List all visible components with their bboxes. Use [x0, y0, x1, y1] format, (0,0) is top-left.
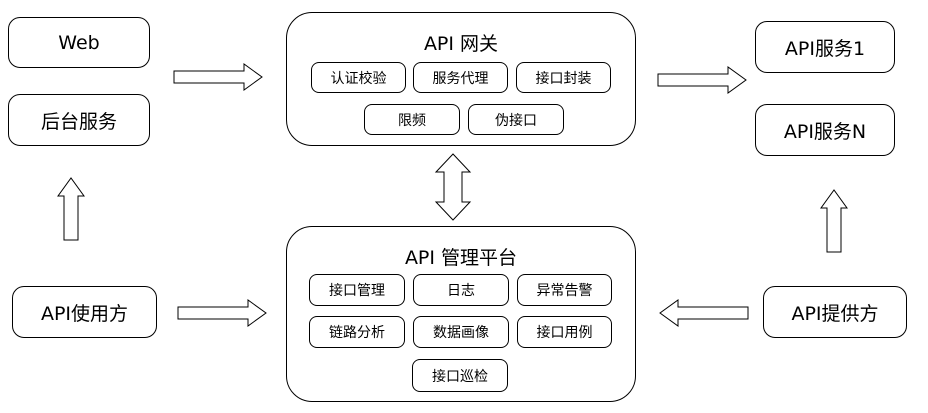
platform-item-logs: 日志: [413, 274, 509, 306]
gateway-item-rate-limit: 限频: [364, 104, 460, 135]
gateway-item-proxy: 服务代理: [413, 62, 508, 93]
arrow-gateway-to-services: [657, 66, 747, 94]
arrow-provider-to-platform: [659, 299, 749, 327]
arrow-gateway-platform-bidirectional: [434, 153, 472, 221]
gateway-item-mock: 伪接口: [468, 104, 564, 135]
api-user-box: API使用方: [12, 286, 157, 338]
gateway-item-wrap: 接口封装: [516, 62, 611, 93]
arrow-user-to-backend: [57, 177, 85, 241]
api-service-1-box: API服务1: [755, 21, 895, 73]
platform-item-data-profile: 数据画像: [413, 316, 509, 348]
backend-service-box: 后台服务: [8, 94, 150, 146]
arrow-provider-to-services: [820, 189, 848, 253]
api-gateway-title: API 网关: [423, 33, 499, 55]
platform-item-test-cases: 接口用例: [517, 316, 612, 348]
api-platform-title: API 管理平台: [404, 247, 518, 269]
api-provider-box: API提供方: [763, 286, 907, 338]
platform-item-alerts: 异常告警: [517, 274, 612, 306]
platform-item-api-management: 接口管理: [309, 274, 405, 306]
arrow-web-to-gateway: [173, 63, 263, 91]
platform-item-inspection: 接口巡检: [412, 359, 508, 392]
gateway-item-auth: 认证校验: [311, 62, 406, 93]
web-box: Web: [8, 17, 150, 68]
arrow-user-to-platform: [177, 299, 267, 327]
api-service-n-box: API服务N: [755, 104, 895, 156]
platform-item-trace-analysis: 链路分析: [309, 316, 405, 348]
